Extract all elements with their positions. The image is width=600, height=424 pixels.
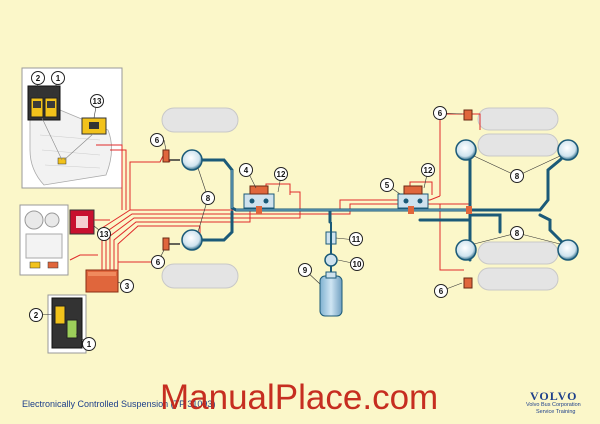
callout-label: 6: [439, 287, 444, 296]
air-bellow-front-left: [181, 149, 203, 171]
callout-label: 13: [93, 97, 102, 106]
height-sensor-front-left: [162, 149, 180, 163]
callout-8: 8: [510, 169, 524, 183]
levelling-valve-5: [397, 185, 429, 209]
brand-subtitle: Volvo Bus Corporation Service Training: [526, 402, 581, 416]
callout-label: 8: [515, 172, 520, 181]
height-sensor-front-right: [162, 237, 180, 251]
callout-label: 6: [156, 258, 161, 267]
air-bellow-rear-2: [557, 139, 579, 161]
height-sensor-rear-right: [463, 277, 473, 289]
filter-10: [324, 253, 338, 267]
switch-bottom-1: [66, 319, 78, 339]
callout-5: 5: [380, 178, 394, 192]
callout-1: 1: [51, 71, 65, 85]
callout-label: 2: [34, 311, 39, 320]
callout-label: 12: [424, 166, 433, 175]
wheel-rear-right-inner: [477, 241, 559, 265]
callout-label: 6: [155, 136, 160, 145]
air-bellow-front-right: [181, 229, 203, 251]
callout-label: 11: [352, 235, 361, 244]
callout-label: 13: [100, 230, 109, 239]
callout-label: 1: [87, 340, 92, 349]
wheel-rear-left-inner: [477, 133, 559, 157]
callout-label: 8: [515, 229, 520, 238]
watermark: ManualPlace.com: [160, 378, 439, 417]
callout-6: 6: [433, 106, 447, 120]
callout-13: 13: [90, 94, 104, 108]
callout-label: 6: [438, 109, 443, 118]
callout-3: 3: [120, 279, 134, 293]
callout-1: 1: [82, 337, 96, 351]
callout-12: 12: [421, 163, 435, 177]
callout-4: 4: [239, 163, 253, 177]
callout-13: 13: [97, 227, 111, 241]
callout-12: 12: [274, 167, 288, 181]
callout-6: 6: [150, 133, 164, 147]
wheel-front-right: [161, 263, 239, 289]
callout-6: 6: [434, 284, 448, 298]
callout-10: 10: [350, 257, 364, 271]
callout-2: 2: [31, 71, 45, 85]
callout-8: 8: [510, 226, 524, 240]
callout-label: 1: [56, 74, 61, 83]
callout-8: 8: [201, 191, 215, 205]
callout-2: 2: [29, 308, 43, 322]
height-sensor-rear-left: [463, 109, 473, 121]
air-tank-9: [319, 275, 343, 317]
air-bellow-rear-3: [455, 239, 477, 261]
brand-department: Service Training: [536, 409, 576, 415]
callout-11: 11: [349, 232, 363, 246]
callout-label: 10: [353, 260, 362, 269]
switch-bottom-2: [54, 305, 66, 325]
callout-label: 5: [385, 181, 390, 190]
callout-6: 6: [151, 255, 165, 269]
air-bellow-rear-4: [557, 239, 579, 261]
levelling-valve-4: [243, 185, 275, 209]
callout-label: 9: [303, 266, 308, 275]
callout-label: 12: [277, 170, 286, 179]
callout-9: 9: [298, 263, 312, 277]
callout-label: 2: [36, 74, 41, 83]
footer-title: Electronically Controlled Suspension (TP…: [22, 399, 216, 409]
wheel-front-left: [161, 107, 239, 133]
callout-label: 3: [125, 282, 130, 291]
air-bellow-rear-1: [455, 139, 477, 161]
callout-label: 8: [206, 194, 211, 203]
wheel-rear-right-outer: [477, 267, 559, 291]
wheel-rear-left-outer: [477, 107, 559, 131]
callout-label: 4: [244, 166, 249, 175]
brand-company: Volvo Bus Corporation: [526, 402, 581, 408]
volvo-logo: VOLVO: [530, 389, 578, 403]
